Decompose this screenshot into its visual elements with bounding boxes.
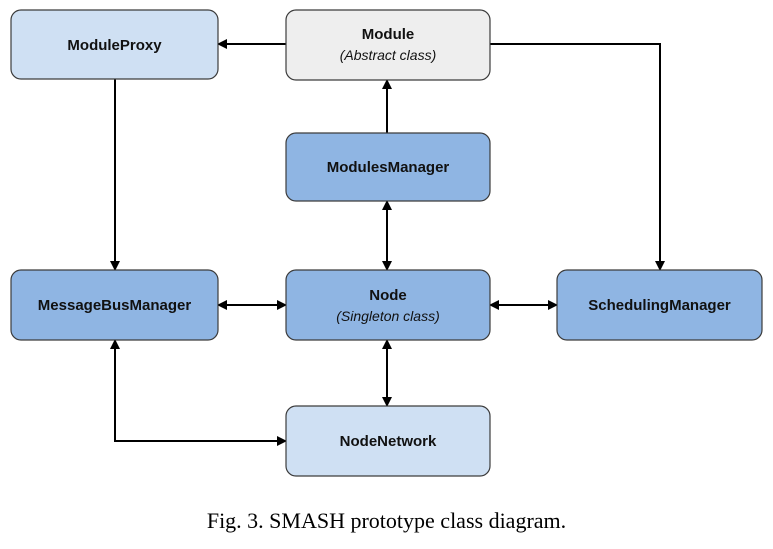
node-module: Module (Abstract class): [285, 9, 491, 81]
node-schedulingmanager: SchedulingManager: [556, 269, 763, 341]
node-node: Node (Singleton class): [285, 269, 491, 341]
node-modulesmanager: ModulesManager: [285, 132, 491, 202]
node-title: SchedulingManager: [588, 297, 731, 314]
node-title: NodeNetwork: [340, 433, 437, 450]
node-messagebusmanager: MessageBusManager: [10, 269, 219, 341]
edge-messagebusmanager-nodenetwork: [110, 339, 287, 446]
edge-module-to-schedulingmanager: [490, 43, 665, 271]
node-subtitle: (Abstract class): [340, 47, 436, 63]
figure-caption: Fig. 3. SMASH prototype class diagram.: [206, 508, 567, 533]
class-diagram: ModuleProxy Module (Abstract class) Modu…: [10, 9, 763, 477]
node-subtitle: (Singleton class): [336, 308, 440, 324]
node-title: ModulesManager: [327, 159, 450, 176]
node-title: Node: [369, 287, 407, 304]
node-moduleproxy: ModuleProxy: [10, 9, 219, 80]
node-title: MessageBusManager: [38, 297, 192, 314]
node-title: Module: [362, 26, 415, 43]
edges: [110, 39, 665, 446]
node-title: ModuleProxy: [67, 37, 162, 54]
node-nodenetwork: NodeNetwork: [285, 405, 491, 477]
